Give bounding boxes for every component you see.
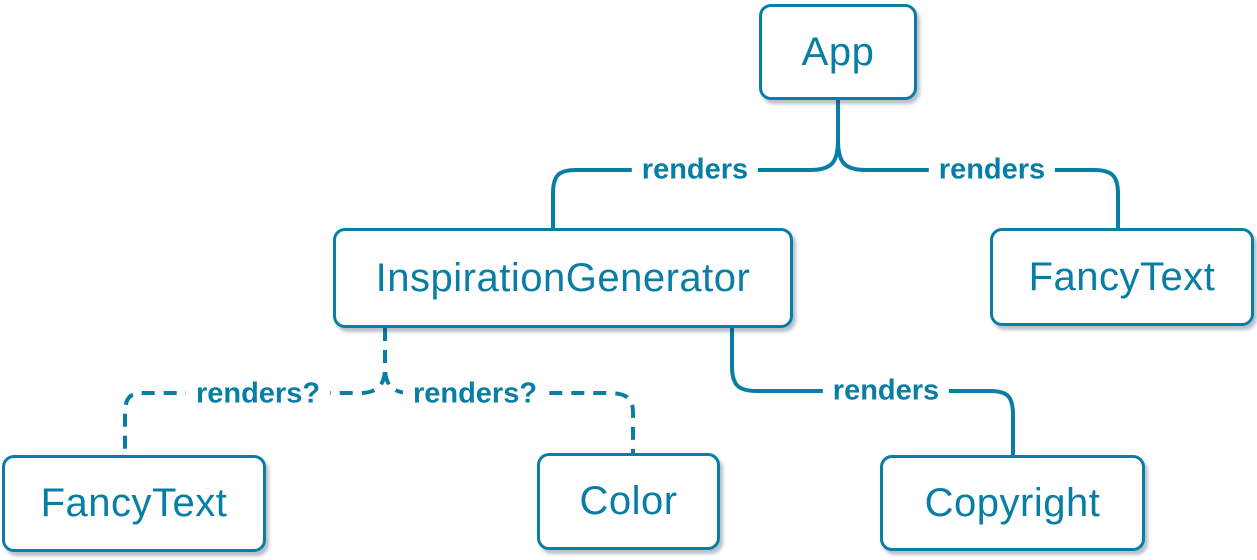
edge-label-inspirationgenerator-copyright: renders bbox=[822, 373, 950, 409]
node-copyright-label: Copyright bbox=[924, 480, 1101, 525]
node-inspiration-generator: InspirationGenerator bbox=[333, 228, 793, 328]
node-copyright: Copyright bbox=[880, 455, 1145, 551]
node-inspiration-generator-label: InspirationGenerator bbox=[375, 255, 751, 300]
edge-inspirationgenerator-to-fancytext-conditional bbox=[123, 328, 387, 455]
node-fancy-text-top: FancyText bbox=[990, 228, 1254, 326]
edge-label-app-inspirationgenerator: renders bbox=[631, 152, 759, 188]
edge-label-inspirationgenerator-fancytext: renders? bbox=[185, 376, 331, 412]
edge-label-app-fancytext: renders bbox=[928, 152, 1056, 188]
node-app-label: App bbox=[801, 29, 875, 74]
node-fancy-text-top-label: FancyText bbox=[1028, 254, 1216, 299]
node-color: Color bbox=[537, 453, 720, 550]
edge-label-inspirationgenerator-color: renders? bbox=[402, 376, 548, 412]
node-app: App bbox=[759, 4, 917, 100]
node-fancy-text-bottom: FancyText bbox=[2, 455, 266, 552]
node-color-label: Color bbox=[579, 479, 678, 523]
node-fancy-text-bottom-label: FancyText bbox=[40, 481, 228, 525]
